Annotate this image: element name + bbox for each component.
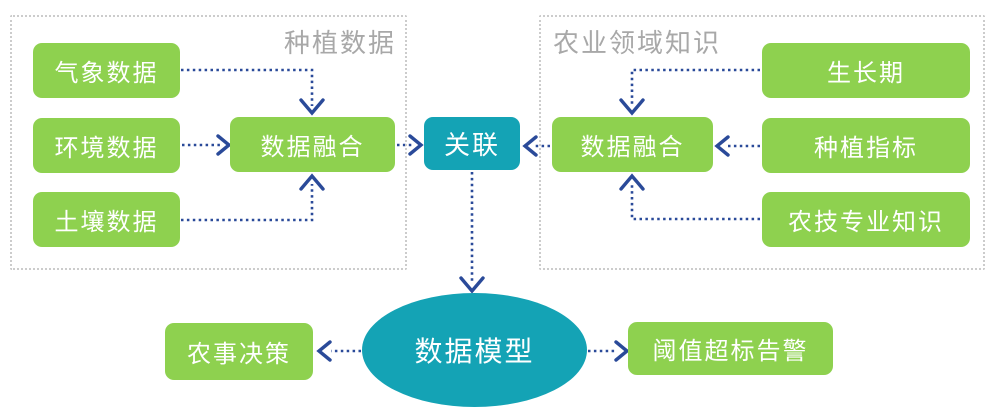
group-title-agri-knowledge: 农业领域知识 <box>553 28 722 58</box>
edge-soil-to-fusion-left <box>181 173 325 222</box>
edge-fusion-right-to-association <box>522 135 550 157</box>
node-environment-data: 环境数据 <box>33 118 180 173</box>
node-data-fusion-right: 数据融合 <box>552 117 713 172</box>
node-data-model-ellipse: 数据模型 <box>362 293 587 407</box>
node-agri-expertise: 农技专业知识 <box>762 192 970 247</box>
group-title-planting-data: 种植数据 <box>284 28 397 58</box>
node-association: 关联 <box>424 117 520 170</box>
node-soil-data: 土壤数据 <box>33 192 180 247</box>
node-farming-decision: 农事决策 <box>165 323 313 380</box>
edge-association-to-data-model <box>459 172 485 294</box>
edge-environment-to-fusion-left <box>182 134 232 156</box>
group-frame-planting-data <box>10 15 407 270</box>
edge-indicator-to-fusion-right <box>714 135 760 157</box>
node-data-fusion-left: 数据融合 <box>230 117 395 172</box>
edge-data-model-to-decision <box>316 340 361 362</box>
node-threshold-alarm: 阈值超标告警 <box>628 322 833 375</box>
node-growth-period: 生长期 <box>762 43 970 98</box>
edge-data-model-to-alarm <box>588 340 630 362</box>
edge-expertise-to-fusion-right <box>619 173 760 221</box>
node-weather-data: 气象数据 <box>33 43 180 98</box>
node-planting-indicator: 种植指标 <box>762 118 970 173</box>
edge-growth-to-fusion-right <box>619 68 760 116</box>
edge-weather-to-fusion-left <box>181 68 325 116</box>
group-frame-agri-knowledge <box>539 15 985 270</box>
